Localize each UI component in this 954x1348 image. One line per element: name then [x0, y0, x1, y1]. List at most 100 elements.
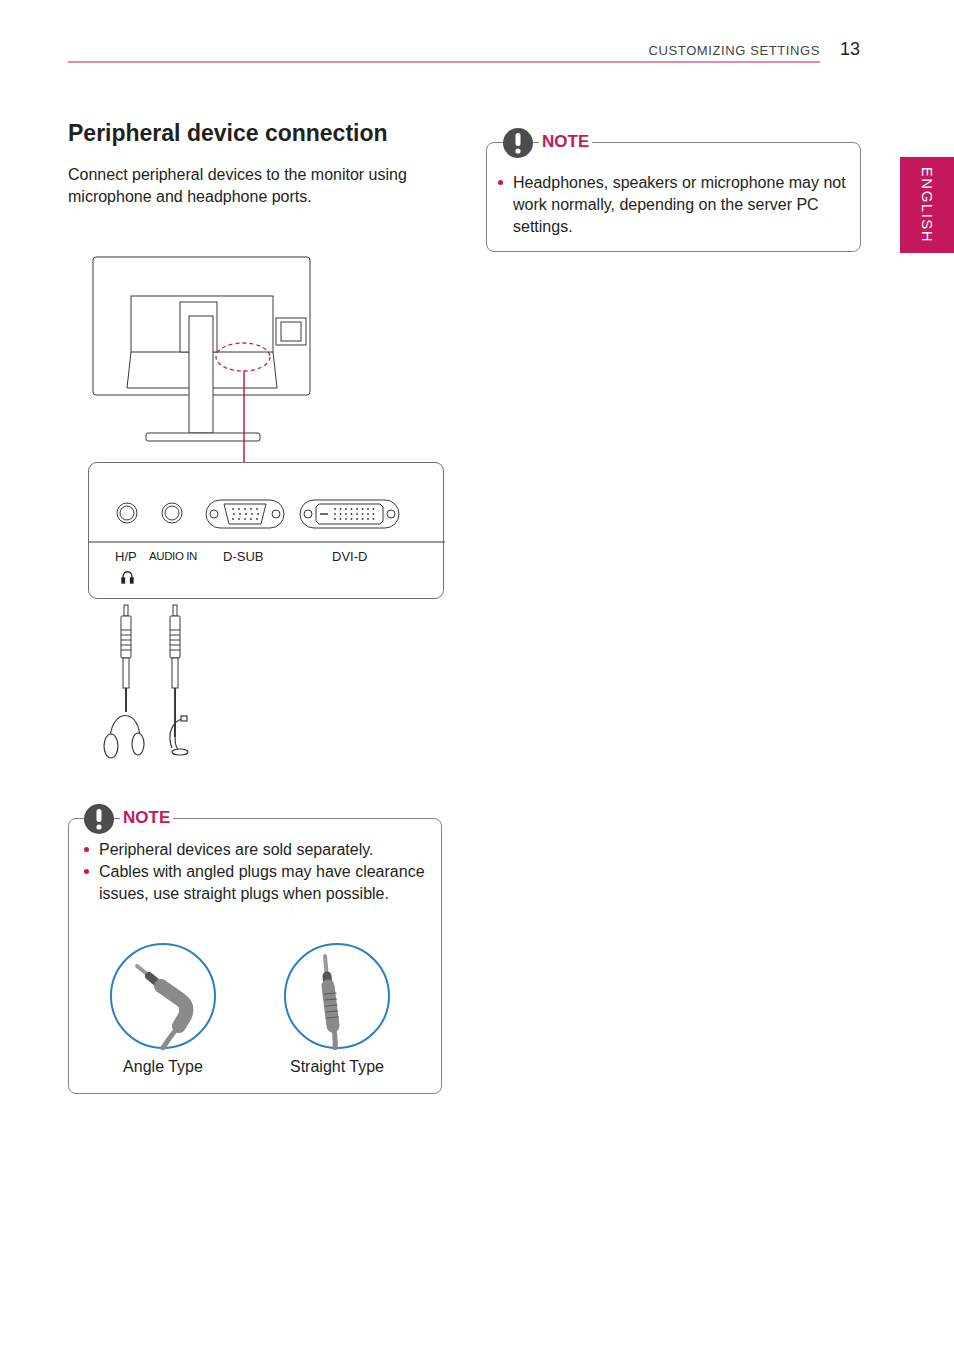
note-text: Peripheral devices are sold separately. — [99, 839, 434, 861]
port-label: DVI-D — [332, 549, 367, 564]
bullet-list: Headphones, speakers or microphone may n… — [513, 172, 853, 238]
dsub-port — [206, 500, 284, 528]
note-icon-bar — [516, 133, 521, 146]
note-icon — [502, 127, 534, 159]
header-rule — [68, 62, 820, 63]
note-icon-disc — [503, 128, 533, 158]
pin — [250, 518, 252, 520]
microphone — [170, 716, 188, 755]
bullet-dot — [498, 180, 503, 185]
pin — [238, 518, 240, 520]
grip-line — [170, 645, 180, 646]
note-text: Headphones, speakers or microphone may n… — [513, 172, 853, 238]
plug-body — [161, 986, 186, 1026]
audio-jack-inner — [165, 506, 179, 520]
pin — [334, 508, 336, 510]
pin — [356, 508, 358, 510]
page-title: Peripheral device connection — [68, 120, 388, 147]
leader-line — [243, 371, 245, 462]
headphones — [104, 715, 144, 758]
grip-line — [121, 650, 131, 651]
headphone-cup — [131, 578, 134, 583]
note-icon-disc — [84, 804, 114, 834]
pin — [233, 513, 235, 515]
note-heading: NOTE — [120, 808, 173, 828]
pin — [367, 513, 369, 515]
pin — [334, 518, 336, 520]
pin — [340, 513, 342, 515]
grip-line — [121, 645, 131, 646]
dvi-port — [300, 500, 399, 528]
audio-plugs — [121, 605, 180, 737]
panel-divider — [89, 542, 445, 543]
grip-line — [324, 993, 336, 994]
ports — [89, 500, 445, 542]
pin — [367, 508, 369, 510]
grip-line — [326, 1017, 338, 1018]
language-tab-text: ENGLISH — [919, 167, 936, 243]
screw — [304, 510, 312, 518]
audio-jack — [162, 503, 182, 523]
grip-line — [325, 1005, 337, 1006]
grip-line — [170, 650, 180, 651]
detail-circle — [111, 944, 215, 1048]
dsub-shell — [224, 504, 266, 524]
plug-type-label: Angle Type — [109, 1058, 217, 1076]
note-icon — [83, 803, 115, 835]
dvi-shell — [316, 504, 383, 524]
grip-line — [325, 999, 337, 1000]
angle-plug-art — [109, 942, 217, 1050]
port-label: D-SUB — [223, 549, 263, 564]
pin — [362, 508, 364, 510]
pin — [256, 508, 258, 510]
grip-line — [121, 635, 131, 636]
pin — [367, 518, 369, 520]
grip-line — [170, 635, 180, 636]
note-icon-bar — [97, 809, 102, 822]
note-box: Peripheral devices are sold separately.C… — [68, 818, 442, 1094]
cable — [163, 1026, 179, 1048]
headphone-arc — [123, 572, 132, 582]
pin — [340, 508, 342, 510]
pin — [250, 508, 252, 510]
plug-type-label: Straight Type — [273, 1058, 401, 1076]
pin — [251, 513, 253, 515]
pin — [351, 508, 353, 510]
pin — [340, 518, 342, 520]
pin — [373, 518, 375, 520]
pin — [257, 513, 259, 515]
grip-line — [121, 630, 131, 631]
detail-circle — [285, 944, 389, 1048]
plug — [324, 956, 338, 1048]
note-text: Cables with angled plugs may have cleara… — [99, 861, 434, 905]
grip-line — [170, 630, 180, 631]
screw — [210, 510, 218, 518]
port-label: H/P — [115, 549, 137, 564]
note-icon-dot — [515, 148, 520, 153]
pin — [239, 513, 241, 515]
pin — [345, 508, 347, 510]
pin — [244, 508, 246, 510]
pin — [356, 518, 358, 520]
screw — [272, 510, 280, 518]
bullet-dot — [84, 847, 89, 852]
detail-callout: Straight Type — [283, 942, 391, 1084]
note-box: Headphones, speakers or microphone may n… — [486, 142, 861, 252]
audio-jack-inner — [120, 506, 134, 520]
port-label: AUDIO IN — [149, 550, 197, 562]
screw — [387, 510, 395, 518]
grip-line — [170, 640, 180, 641]
pin — [362, 518, 364, 520]
intro-text: Connect peripheral devices to the monito… — [68, 164, 440, 208]
bullet-dot — [84, 869, 89, 874]
language-tab — [900, 157, 954, 253]
pin — [245, 513, 247, 515]
pin — [238, 508, 240, 510]
pin — [256, 518, 258, 520]
pin — [373, 513, 375, 515]
pin — [351, 513, 353, 515]
port-art — [89, 463, 445, 600]
pin — [351, 518, 353, 520]
pin — [356, 513, 358, 515]
